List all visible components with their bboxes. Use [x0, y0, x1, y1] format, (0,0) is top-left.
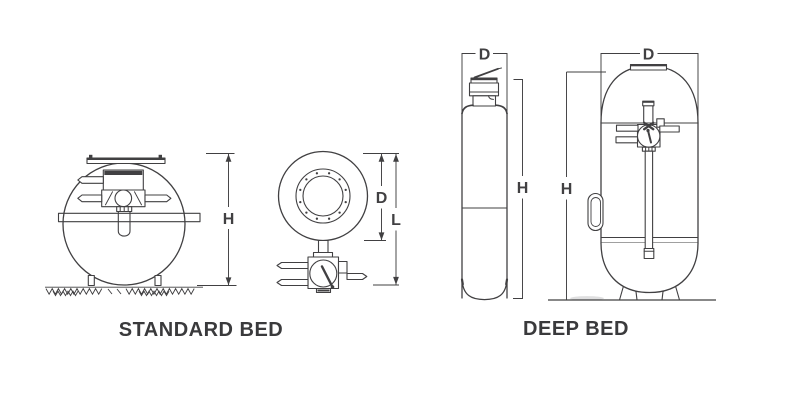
valve-port-pipe	[615, 136, 639, 144]
valve-port-pipe	[276, 278, 309, 287]
valve-port-pipe	[346, 272, 368, 281]
lid-bolt	[89, 154, 93, 159]
valve-body	[468, 82, 500, 93]
top-view-drawing: D L	[276, 150, 401, 294]
flange-bolt-holes	[299, 172, 347, 220]
valve-dial	[114, 189, 133, 208]
dim-label-h: H	[561, 181, 573, 198]
dim-label-d: D	[643, 47, 655, 64]
dim-arrow-down	[225, 277, 232, 286]
tank-bottom-dome	[600, 242, 699, 294]
valve-collar	[468, 91, 500, 97]
dim-label-d: D	[376, 190, 388, 207]
caption-standard-bed: STANDARD BED	[119, 319, 284, 341]
inlet-pipe	[77, 194, 103, 203]
ground-hatching	[45, 287, 103, 296]
tank-bottom-dome	[461, 278, 508, 301]
tank-flange-ring	[295, 168, 351, 224]
ground-hatching	[138, 290, 170, 297]
valve-port-pipe	[615, 124, 639, 132]
dimension-diameter-large: D	[600, 47, 699, 123]
dim-arrow-up	[378, 154, 385, 162]
valve-pointer-pivot	[646, 128, 650, 133]
valve-handle	[320, 265, 334, 289]
dim-bracket-d	[461, 53, 508, 114]
valve-top-cap-seal	[642, 101, 654, 103]
dim-line-h	[513, 79, 523, 299]
valve-lever	[473, 67, 499, 79]
valve-housing-cover	[104, 170, 143, 175]
lid-bolt	[158, 154, 162, 159]
valve-top-pipe	[643, 104, 654, 124]
tank-neck	[472, 95, 497, 107]
valve-handle-knob	[330, 285, 335, 289]
dim-label-h: H	[517, 180, 529, 197]
dim-arrow-down	[393, 276, 399, 285]
valve-lever-tip	[497, 67, 502, 70]
valve-bottom-cap-seal	[317, 289, 330, 292]
deep-bed-slim-tank: D H	[460, 47, 529, 301]
tank-shoulders	[461, 104, 508, 115]
valve-port-pipe	[659, 125, 680, 133]
valve-hatch-lines	[105, 191, 142, 206]
dimension-height-slim: H	[513, 79, 529, 299]
dim-arrow-up	[225, 154, 232, 162]
dimension-height-standard: H	[197, 153, 237, 286]
tank-lid-seal	[630, 64, 667, 67]
tank-top-outline	[277, 150, 369, 242]
dome-weld-ticks	[460, 278, 509, 286]
dim-label-h: H	[223, 211, 235, 228]
sight-glass-tube	[117, 210, 131, 237]
ground-hatching	[107, 288, 122, 295]
inlet-pipe	[77, 176, 104, 184]
flange-hatch	[645, 146, 653, 152]
valve-cap-top	[471, 78, 497, 81]
valve-side-port	[337, 260, 348, 274]
outlet-pipe	[144, 194, 172, 203]
dim-extension-lines	[197, 153, 237, 286]
ground-hatching	[125, 287, 195, 296]
valve-dial	[309, 259, 338, 288]
ground-hatching	[52, 290, 79, 297]
sight-glass-inner	[590, 197, 601, 227]
flange-hatch	[119, 206, 129, 212]
neck-notch	[488, 95, 494, 100]
tank-lid-seal	[87, 158, 165, 160]
tank-leg	[154, 274, 162, 287]
tank-opening	[302, 175, 344, 217]
caption-deep-bed: DEEP BED	[523, 318, 629, 340]
dimension-length-topview: L	[373, 154, 401, 286]
standpipe	[644, 150, 654, 250]
tank-walls	[461, 112, 508, 299]
dim-line-h	[566, 71, 606, 300]
valve-port-pipe	[276, 261, 309, 270]
tank-leg	[87, 274, 95, 287]
dimension-diameter-slim: D	[461, 47, 508, 114]
deep-bed-large-tank: D H	[523, 47, 716, 340]
dim-arrow-down	[378, 232, 385, 241]
dimension-height-large: H	[561, 71, 606, 300]
dim-label-l: L	[391, 212, 401, 229]
dim-label-d: D	[479, 47, 491, 64]
dimension-diameter-topview: D	[363, 153, 399, 241]
shadow-smudge	[570, 296, 604, 301]
valve-neck-flange	[312, 251, 334, 258]
valve-pointer	[647, 129, 652, 144]
dim-bracket-d	[600, 53, 699, 123]
valve-neck	[317, 239, 329, 254]
dim-arrow-up	[393, 154, 399, 162]
tank-band	[57, 212, 201, 223]
standard-bed-drawing: H STANDARD BED	[45, 153, 284, 341]
valve-handle-knob	[643, 121, 655, 131]
standpipe-collar	[643, 247, 655, 260]
